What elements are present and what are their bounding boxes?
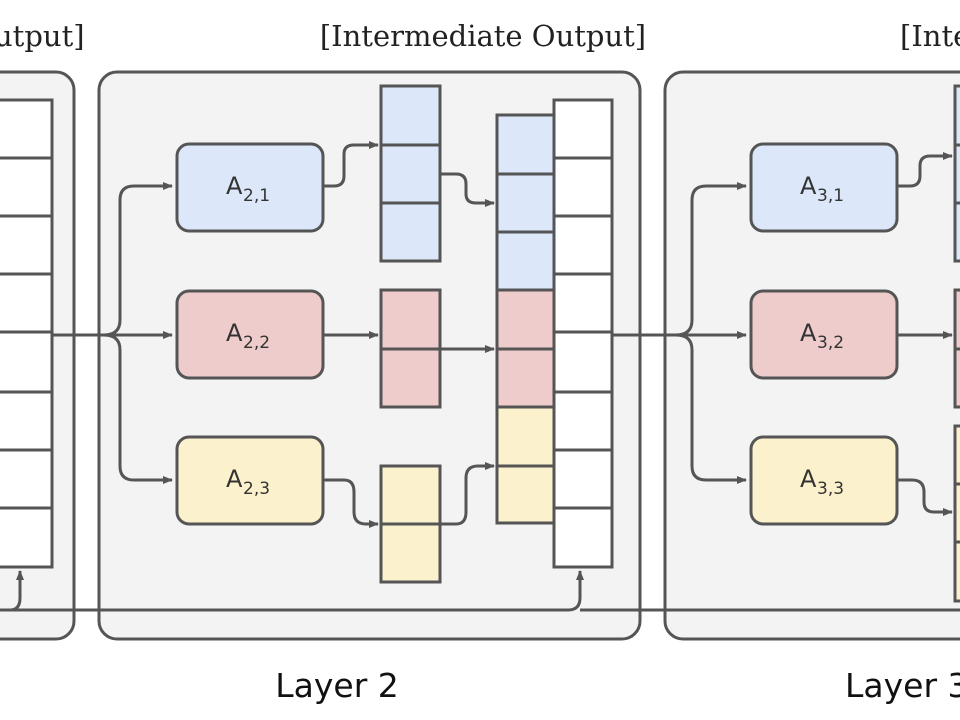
module-a21-sub: 2,1 [243, 186, 270, 206]
branch-to-a33 [675, 333, 747, 484]
header-right: [Inte [900, 19, 960, 53]
module-a32-label: A [800, 319, 817, 347]
a23-output-block [379, 464, 442, 584]
module-a21: A 2,1 [175, 142, 325, 233]
module-a33-sub: 3,3 [817, 479, 844, 499]
layer2-label: Layer 2 [275, 666, 399, 705]
header-left: utput] [0, 19, 85, 53]
module-a22-sub: 2,2 [243, 333, 270, 353]
a22-output-block [379, 288, 442, 409]
branch-to-a21 [103, 182, 173, 337]
module-a22: A 2,2 [175, 289, 325, 380]
module-a23-label: A [226, 465, 243, 493]
a33-to-out [897, 478, 953, 516]
module-a33: A 3,3 [749, 435, 899, 526]
module-a21-label: A [226, 172, 243, 200]
module-a31: A 3,1 [749, 142, 899, 233]
module-a22-label: A [226, 319, 243, 347]
module-a32-sub: 3,2 [817, 333, 844, 353]
branch-to-a23 [103, 333, 173, 484]
layer1-output-column [0, 98, 54, 569]
layer2-output-column [552, 98, 614, 569]
a21-to-out [323, 141, 379, 188]
layer3-label: Layer 3 [845, 666, 960, 705]
module-a32: A 3,2 [749, 289, 899, 380]
header-center: [Intermediate Output] [320, 19, 646, 53]
branch-to-a31 [675, 182, 747, 337]
module-a23: A 2,3 [175, 435, 325, 526]
residual-line-main [10, 570, 584, 612]
module-a31-label: A [800, 172, 817, 200]
a31-to-out [897, 152, 953, 188]
a21-output-block [379, 84, 442, 263]
layer3-output-blocks [953, 84, 960, 603]
module-a23-sub: 2,3 [243, 479, 270, 499]
a21-block-to-concat [440, 172, 495, 207]
layer2-concat-column [495, 113, 556, 525]
a23-block-to-concat [440, 462, 495, 526]
a23-to-out [323, 478, 379, 528]
module-a31-sub: 3,1 [817, 186, 844, 206]
module-a33-label: A [800, 465, 817, 493]
